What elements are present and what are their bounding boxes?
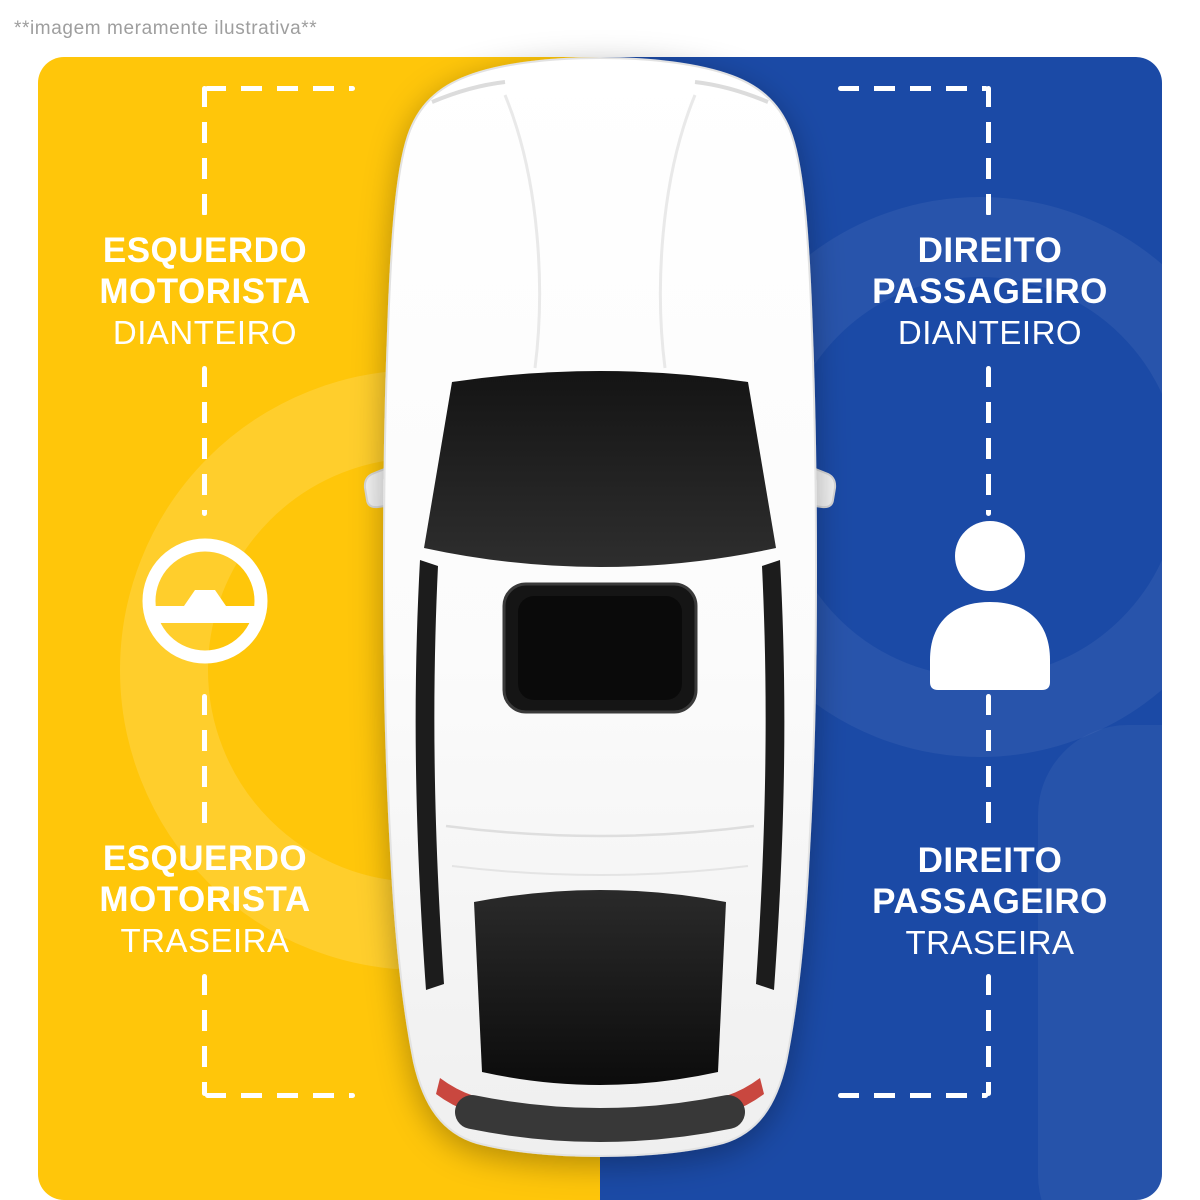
label-line: PASSAGEIRO [872,272,1108,311]
right-guide-top-line [838,86,988,91]
left-guide-vertical-2 [202,366,207,516]
right-rear-label: DIREITO PASSAGEIRO TRASEIRA [810,840,1170,963]
right-guide-bottom-line [838,1093,988,1098]
label-line: DIANTEIRO [112,314,298,351]
left-guide-top-line [205,86,355,91]
label-line: PASSAGEIRO [872,882,1108,921]
right-guide-vertical-4 [986,974,991,1096]
label-line: TRASEIRA [905,924,1075,961]
label-line: DIREITO [917,231,1063,270]
label-line: MOTORISTA [99,880,311,919]
right-guide-vertical-1 [986,86,991,216]
person-icon [920,518,1060,690]
driver-side-panel [38,57,600,1200]
left-rear-label: ESQUERDO MOTORISTA TRASEIRA [25,838,385,961]
left-guide-vertical-3 [202,694,207,830]
passenger-side-panel [600,57,1162,1200]
left-guide-vertical-4 [202,974,207,1096]
person-glyph [930,521,1050,690]
left-front-label: ESQUERDO MOTORISTA DIANTEIRO [25,230,385,353]
label-line: TRASEIRA [120,922,290,959]
label-line: ESQUERDO [102,839,308,878]
steering-wheel-glyph [142,538,268,664]
right-guide-vertical-2 [986,366,991,516]
disclaimer-text: **imagem meramente ilustrativa** [14,18,318,39]
left-guide-bottom-line [205,1093,355,1098]
watermark-corner-blue [1038,725,1162,1200]
left-guide-vertical-1 [202,86,207,216]
steering-wheel-icon [138,534,272,668]
right-front-label: DIREITO PASSAGEIRO DIANTEIRO [810,230,1170,353]
label-line: ESQUERDO [102,231,308,270]
label-line: DIREITO [917,841,1063,880]
right-guide-vertical-3 [986,694,991,830]
label-line: DIANTEIRO [897,314,1083,351]
label-line: MOTORISTA [99,272,311,311]
